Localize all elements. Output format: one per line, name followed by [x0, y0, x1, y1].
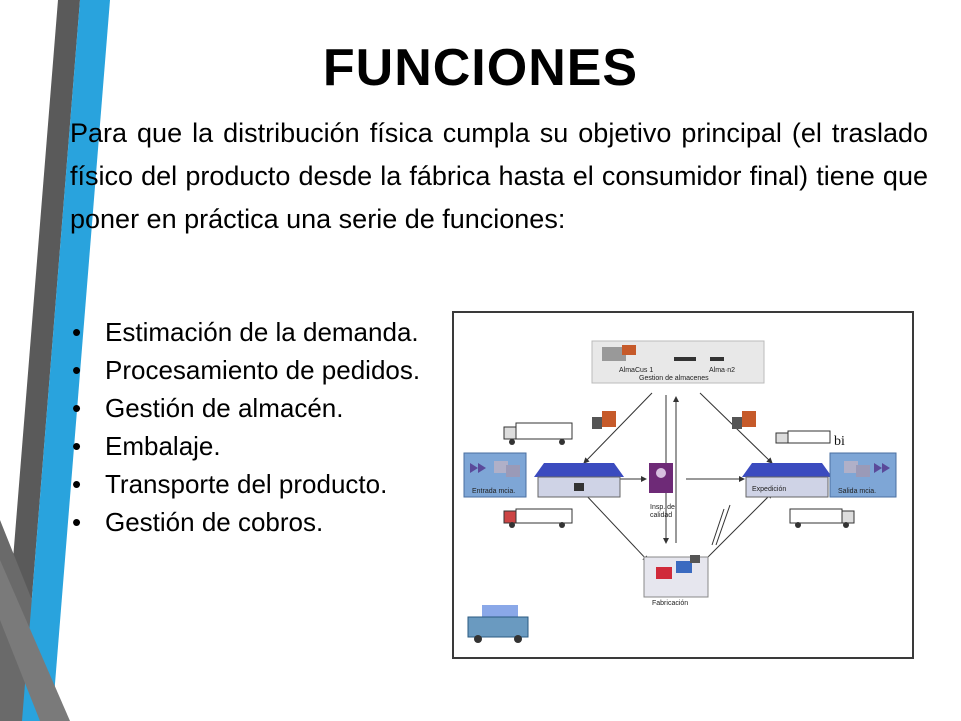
- right-trucks: bi: [732, 411, 855, 528]
- list-item: Transporte del producto.: [72, 466, 452, 502]
- warehouse-management-label: Gestion de almacenes: [639, 375, 709, 382]
- exit-zone: Salida mcia.: [829, 452, 897, 498]
- manufacturing: Fabricación: [643, 555, 709, 607]
- slide-title: FUNCIONES: [322, 39, 639, 97]
- warehouse-management-area: AlmaCus 1 Alma·n2 Gestion de almacenes: [591, 340, 765, 384]
- list-item: Embalaje.: [72, 428, 452, 464]
- list-item: Estimación de la demanda.: [72, 314, 452, 350]
- list-item: Gestión de cobros.: [72, 504, 452, 540]
- quality-inspection: Insp. de calidad: [649, 463, 675, 519]
- dispatch-label: Expedición: [752, 486, 786, 493]
- list-item: Procesamiento de pedidos.: [72, 352, 452, 388]
- entrance-label: Entrada mcia.: [472, 488, 515, 495]
- manufacturing-label: Fabricación: [652, 600, 688, 607]
- stray-text: bi: [834, 434, 845, 449]
- reception-warehouse: [534, 463, 624, 498]
- exit-label: Salida mcia.: [838, 488, 876, 495]
- dispatch-warehouse: Expedición: [742, 463, 832, 498]
- bottom-truck-icon: [467, 605, 529, 643]
- list-item: Gestión de almacén.: [72, 390, 452, 426]
- functions-list: Estimación de la demanda. Procesamiento …: [72, 314, 452, 542]
- warehouse-2-label: Alma·n2: [709, 367, 735, 374]
- distribution-diagram: AlmaCus 1 Alma·n2 Gestion de almacenes E…: [452, 311, 914, 659]
- inspection-label-2: calidad: [650, 512, 672, 519]
- inspection-label-1: Insp. de: [650, 504, 675, 511]
- left-trucks: [503, 411, 616, 528]
- entrance-zone: Entrada mcia.: [463, 452, 527, 498]
- intro-paragraph: Para que la distribución física cumpla s…: [70, 118, 928, 234]
- warehouse-1-label: AlmaCus 1: [619, 367, 653, 374]
